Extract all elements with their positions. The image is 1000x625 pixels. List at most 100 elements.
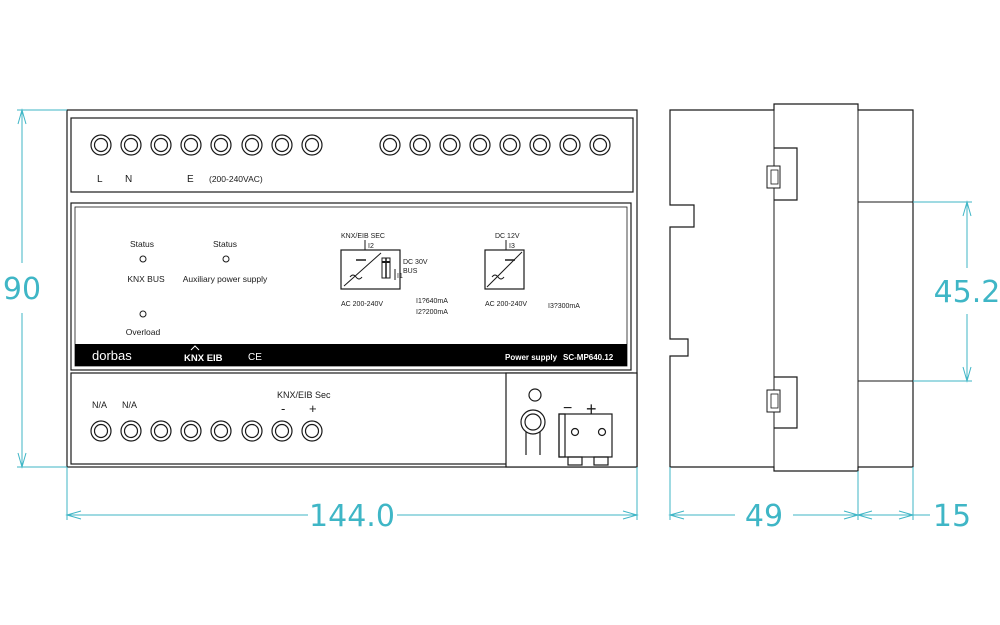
brand-name: dorbas: [92, 348, 132, 363]
status-led-1: [139, 255, 147, 263]
terminal-screw: [150, 420, 172, 442]
status-heading-2: Status: [213, 239, 237, 249]
label-na-1: N/A: [92, 400, 107, 410]
terminal-screw: [301, 134, 323, 156]
din-clip-bottom: [774, 376, 798, 429]
terminal-screw: [150, 134, 172, 156]
label-na-2: N/A: [122, 400, 137, 410]
arrow-right: [622, 510, 639, 520]
terminal-screw: [529, 134, 551, 156]
psu2-box: [484, 249, 525, 290]
output-lamp: [520, 409, 546, 435]
psu1-input: AC 200-240V: [341, 301, 383, 308]
psu2-top-label: DC 12V: [495, 233, 520, 240]
top-terminal-row: [90, 134, 611, 156]
terminal-screw: [241, 134, 263, 156]
terminal-screw: [589, 134, 611, 156]
dimension-lines: [17, 108, 972, 520]
label-l: L: [97, 174, 103, 185]
status-heading-1: Status: [130, 239, 154, 249]
psu2-rating: I3?300mA: [548, 303, 580, 310]
side-view: [669, 103, 914, 472]
bottom-terminal-row: [90, 420, 323, 442]
connector-screw: [570, 427, 580, 437]
front-cover-inner: [74, 206, 628, 367]
psu1-out-1: DC 30V: [403, 259, 428, 266]
terminal-screw: [559, 134, 581, 156]
dim-front-height: 45.2: [934, 275, 1000, 310]
overload-label: Overload: [126, 327, 161, 337]
label-plus: +: [309, 401, 317, 416]
connector-pin: [593, 456, 609, 466]
connector-polarity: − +: [563, 399, 597, 419]
status-led-2: [222, 255, 230, 263]
dim-step: 15: [933, 499, 971, 534]
label-voltage: (200-240VAC): [209, 174, 263, 184]
terminal-screw: [180, 420, 202, 442]
arrow-left: [65, 510, 82, 520]
terminal-screw: [271, 420, 293, 442]
psu1-out-2: BUS: [403, 268, 418, 275]
psu1-box: [340, 249, 401, 290]
output-connector: [505, 372, 638, 468]
psu1-i1: I1: [397, 273, 403, 280]
terminal-screw: [499, 134, 521, 156]
psu2-i3: I3: [509, 243, 515, 250]
bottom-terminal-labels: N/A N/A KNX/EIB Sec - +: [92, 390, 331, 416]
psu2-input: AC 200-240V: [485, 301, 527, 308]
terminal-screw: [301, 420, 323, 442]
knx-logo: KNX EIB: [184, 353, 223, 364]
ce-mark: CE: [248, 352, 262, 363]
label-e: E: [187, 174, 194, 185]
dim-height: 90: [3, 272, 41, 307]
terminal-screw: [120, 134, 142, 156]
top-terminal-labels: L N E (200-240VAC): [97, 174, 263, 185]
connector-screw: [597, 427, 607, 437]
overload-led: [139, 310, 147, 318]
terminal-screw: [379, 134, 401, 156]
label-knx-sec: KNX/EIB Sec: [277, 390, 331, 400]
terminal-screw: [180, 134, 202, 156]
terminal-screw: [90, 134, 112, 156]
terminal-screw: [210, 420, 232, 442]
product-name: Power supply: [505, 353, 558, 362]
terminal-screw: [210, 134, 232, 156]
psu-symbol-2: DC 12V I3 AC 200-240V I3?300mA: [484, 233, 580, 310]
label-n: N: [125, 174, 132, 185]
connector-pin: [567, 456, 583, 466]
connector-plus: +: [586, 399, 597, 419]
terminal-screw: [90, 420, 112, 442]
arrow-up: [17, 108, 27, 125]
terminal-screw: [439, 134, 461, 156]
psu1-rating-1: I1?640mA: [416, 298, 448, 305]
terminal-screw: [469, 134, 491, 156]
knx-logo-mark: [190, 345, 200, 351]
psu1-top-label: KNX/EIB SEC: [341, 233, 385, 240]
terminal-screw: [120, 420, 142, 442]
terminal-screw: [241, 420, 263, 442]
status-section: Status KNX BUS Status Auxiliary power su…: [126, 239, 268, 337]
top-terminal-panel: [70, 117, 634, 193]
label-minus: -: [281, 401, 285, 416]
status-label-2: Auxiliary power supply: [183, 274, 268, 284]
side-outline: [669, 103, 914, 472]
arrow-down: [17, 452, 27, 469]
dim-depth: 49: [745, 499, 783, 534]
front-cover: [70, 202, 632, 371]
adjust-pot: [528, 388, 542, 402]
model-number: SC-MP640.12: [563, 353, 614, 362]
psu1-rating-2: I2?200mA: [416, 309, 448, 316]
dimension-values: 90 144.0 49 15 45.2: [3, 272, 1000, 534]
brand-bar: dorbas KNX EIB CE Power supply SC-MP640.…: [75, 344, 627, 366]
device-outline: [66, 109, 638, 468]
brand-bar-bg: [75, 344, 627, 366]
dim-width: 144.0: [309, 499, 395, 534]
terminal-screw: [409, 134, 431, 156]
din-clip-top: [774, 147, 798, 201]
status-label-1: KNX BUS: [127, 274, 165, 284]
psu1-i2: I2: [368, 243, 374, 250]
psu-symbol-1: KNX/EIB SEC I2 I1 DC 30V BUS AC 200-240V…: [340, 233, 448, 316]
connector-minus: −: [563, 400, 572, 417]
